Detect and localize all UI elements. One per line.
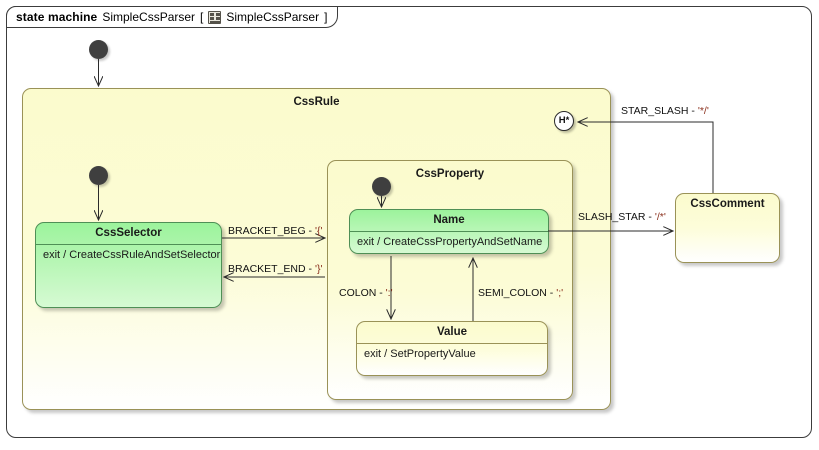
edge-label-colon: COLON - ':'	[339, 288, 393, 299]
edge-label-slash-star: SLASH_STAR - '/*'	[578, 212, 666, 223]
state-css-comment-title: CssComment	[690, 197, 765, 210]
state-name-divider	[350, 231, 548, 232]
edge-label-star-slash-event: STAR_SLASH -	[621, 105, 698, 117]
state-css-selector-title: CssSelector	[95, 226, 162, 239]
edge-label-star-slash-literal: '*/'	[697, 105, 709, 117]
state-name[interactable]: Name exit / CreateCssPropertyAndSetName	[349, 209, 549, 254]
deep-history-pseudostate[interactable]: H*	[554, 111, 574, 131]
state-css-selector-divider	[36, 244, 221, 245]
state-css-comment[interactable]: CssComment	[675, 193, 780, 263]
state-name-body: exit / CreateCssPropertyAndSetName	[357, 236, 543, 248]
edge-label-slash-star-literal: '/*'	[654, 211, 666, 223]
state-css-selector[interactable]: CssSelector exit / CreateCssRuleAndSetSe…	[35, 222, 222, 308]
state-value-divider	[357, 343, 547, 344]
state-css-rule-title: CssRule	[293, 96, 340, 108]
edge-label-semi-colon: SEMI_COLON - ';'	[478, 288, 563, 299]
edge-label-colon-literal: ':'	[385, 287, 393, 299]
state-name-title: Name	[433, 213, 465, 226]
state-css-property-title: CssProperty	[415, 168, 485, 180]
edge-label-slash-star-event: SLASH_STAR -	[578, 211, 655, 223]
edge-label-star-slash: STAR_SLASH - '*/'	[621, 106, 709, 117]
frame-title-tab: state machine SimpleCssParser [ SimpleCs…	[6, 6, 339, 28]
frame-keyword: state machine	[16, 10, 98, 24]
edge-label-bracket-beg-event: BRACKET_BEG -	[228, 225, 315, 237]
initial-pseudostate-css-rule[interactable]	[89, 166, 108, 185]
frame-name: SimpleCssParser	[102, 10, 196, 24]
edge-label-colon-event: COLON -	[339, 287, 386, 299]
edge-label-bracket-end-event: BRACKET_END -	[228, 263, 315, 275]
deep-history-label: H*	[558, 115, 570, 127]
state-value-title: Value	[436, 325, 468, 338]
state-value[interactable]: Value exit / SetPropertyValue	[356, 321, 548, 376]
initial-pseudostate-outer[interactable]	[89, 40, 108, 59]
state-css-selector-body: exit / CreateCssRuleAndSetSelector	[43, 249, 221, 261]
frame-bracket-close: ]	[324, 10, 328, 24]
edge-label-semi-colon-event: SEMI_COLON -	[478, 287, 557, 299]
state-machine-icon	[208, 10, 222, 24]
frame-qualifier: SimpleCssParser	[226, 10, 320, 24]
edge-label-semi-colon-literal: ';'	[556, 287, 564, 299]
state-value-body: exit / SetPropertyValue	[364, 348, 476, 360]
edge-label-bracket-beg: BRACKET_BEG - '{'	[228, 226, 322, 237]
edge-label-bracket-beg-literal: '{'	[314, 225, 323, 237]
edge-label-bracket-end: BRACKET_END - '}'	[228, 264, 322, 275]
initial-pseudostate-css-property[interactable]	[372, 177, 391, 196]
frame-bracket-open: [	[200, 10, 204, 24]
edge-label-bracket-end-literal: '}'	[314, 263, 323, 275]
